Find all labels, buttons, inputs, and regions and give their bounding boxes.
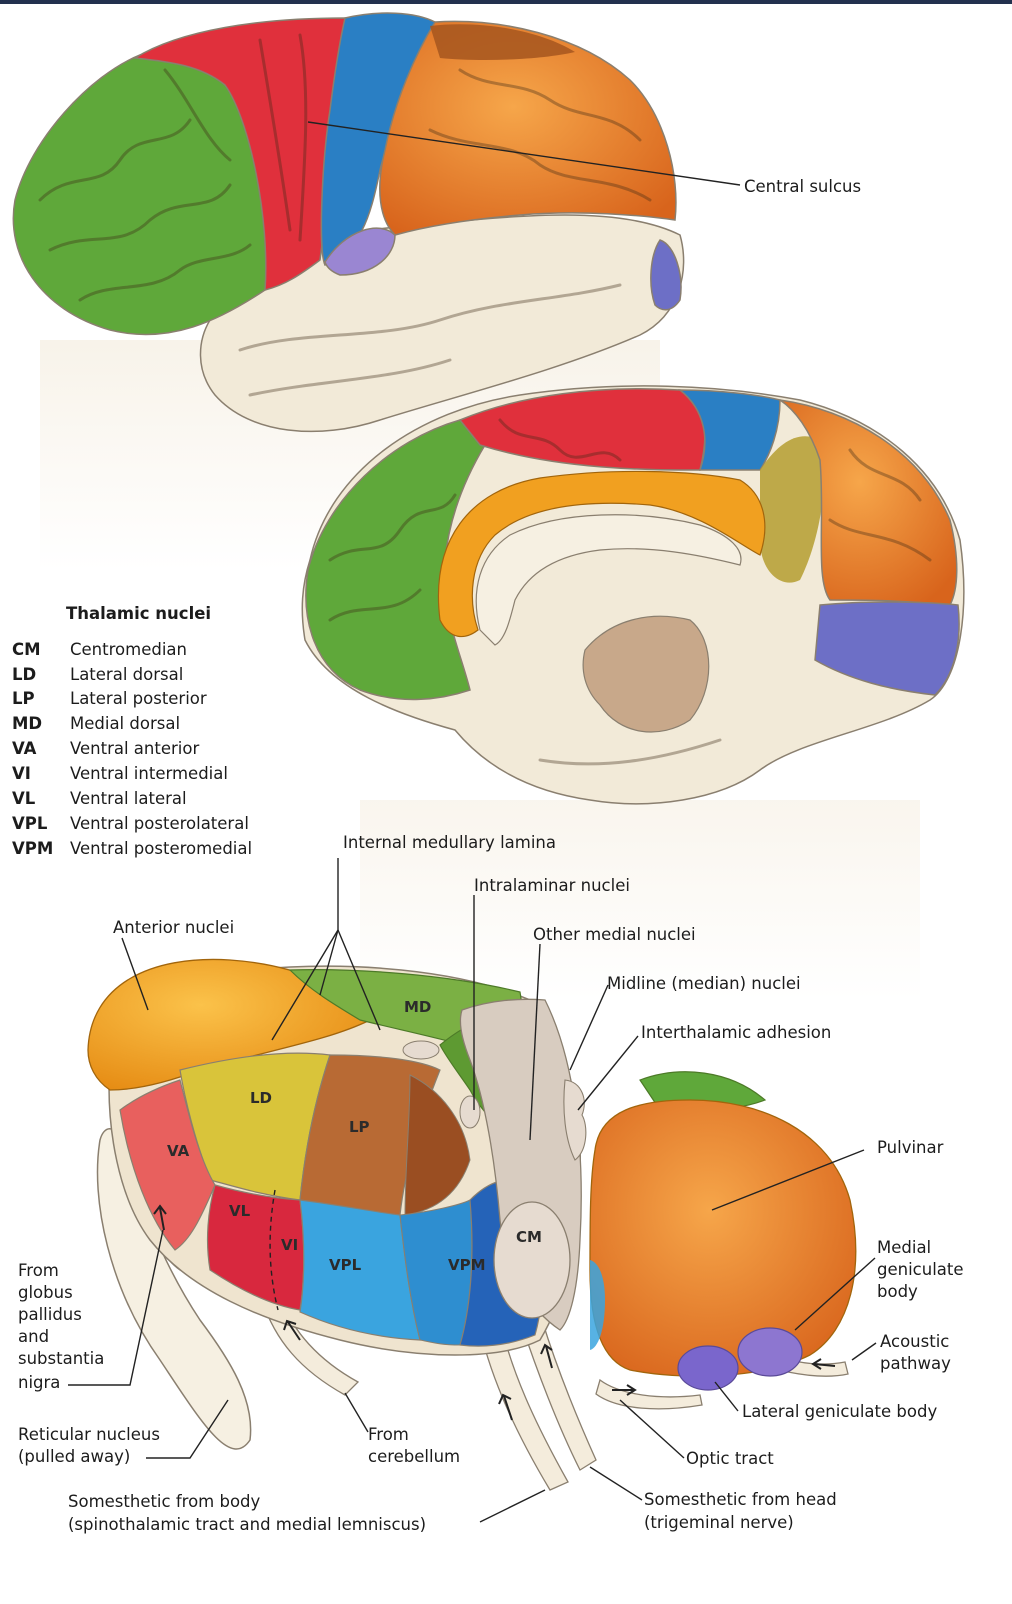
from-cerebellum-label-line-2: cerebellum (368, 1447, 460, 1466)
legend-abbr: CM (12, 640, 41, 659)
legend-name: Ventral posteromedial (70, 839, 252, 858)
somesthetic-body-label-line-1: Somesthetic from body (68, 1492, 261, 1511)
lateral-premotor-region (132, 17, 347, 291)
somesthetic-head-label-line-2: (trigeminal nerve) (644, 1513, 794, 1532)
from-cerebellum-label-line-1: From (368, 1425, 409, 1444)
ld-label: LD (250, 1089, 272, 1107)
legend-name: Ventral intermedial (70, 764, 228, 783)
midline-nuclei-label: Midline (median) nuclei (607, 974, 801, 993)
pulvinar-blue-edge (590, 1260, 605, 1350)
somesthetic-head-label-line-1: Somesthetic from head (644, 1490, 837, 1509)
medial-geniculate-label-line-1: Medial (877, 1238, 931, 1257)
pulvinar-label: Pulvinar (877, 1138, 944, 1157)
fiber-tracts (149, 1199, 849, 1491)
vi-label: VI (281, 1236, 298, 1254)
lateral-violet-spot (324, 227, 396, 276)
leader-lines (68, 121, 877, 1523)
legend-abbr: LP (12, 689, 35, 708)
region-labels: MD LD LP VA VL VI VPL VPM CM (167, 998, 542, 1274)
from-globus-label-line-3: pallidus (18, 1305, 82, 1324)
medial-frontal-region (305, 419, 486, 701)
cm-nucleus (493, 1201, 571, 1319)
legend-abbr: MD (12, 714, 42, 733)
cm-label: CM (516, 1228, 542, 1246)
reticular-nucleus-label-line-1: Reticular nucleus (18, 1425, 160, 1444)
vpl-label: VPL (329, 1256, 362, 1274)
annotation-labels: Central sulcus Internal medullary lamina… (18, 177, 964, 1534)
legend-abbr: VA (12, 739, 37, 758)
medial-cingulate-arc (438, 470, 766, 638)
lateral-geniculate-label: Lateral geniculate body (742, 1402, 937, 1421)
from-globus-label-line-2: globus (18, 1283, 73, 1302)
optic-tract-label: Optic tract (686, 1449, 774, 1468)
medial-gyri (328, 418, 932, 766)
medial-brain-view (301, 385, 965, 805)
legend-abbr: VL (12, 789, 36, 808)
reticular-nucleus-label-line-2: (pulled away) (18, 1447, 130, 1466)
thalamus-illustration (87, 958, 857, 1491)
lateral-gyri (38, 33, 652, 397)
medial-geniculate-label-line-2: geniculate (877, 1260, 964, 1279)
lp-shadow (404, 1074, 471, 1216)
anterior-nuclei (87, 958, 371, 1091)
legend-title: Thalamic nuclei (66, 604, 211, 623)
legend-name: Centromedian (70, 640, 187, 659)
vi-separator (269, 1189, 279, 1311)
from-globus-label-line-5: substantia (18, 1349, 104, 1368)
medial-occipital-region (814, 601, 960, 696)
legend-abbr: VPL (12, 814, 48, 833)
internal-medullary-lamina-label: Internal medullary lamina (343, 833, 556, 852)
medial-brainstem (582, 615, 710, 733)
anterior-nuclei-label: Anterior nuclei (113, 918, 234, 937)
midline-nuclei-bumps (563, 1079, 587, 1161)
vl-label: VL (229, 1202, 251, 1220)
central-sulcus-label: Central sulcus (744, 177, 861, 196)
tract-arrows (153, 1204, 836, 1421)
intralaminar-nuclei-label: Intralaminar nuclei (474, 876, 630, 895)
legend-name: Lateral dorsal (70, 665, 183, 684)
legend-name: Ventral posterolateral (70, 814, 249, 833)
intralaminar-spot-upper (402, 1040, 440, 1060)
legend-name: Lateral posterior (70, 689, 207, 708)
somesthetic-body-label-line-2: (spinothalamic tract and medial lemniscu… (68, 1515, 426, 1534)
legend-name: Ventral lateral (70, 789, 187, 808)
lateral-geniculate-body (677, 1345, 739, 1391)
from-globus-label-line-6: nigra (18, 1373, 60, 1392)
legend-name: Ventral anterior (70, 739, 199, 758)
interthalamic-adhesion-label: Interthalamic adhesion (641, 1023, 831, 1042)
medial-geniculate-body (737, 1327, 803, 1377)
intralaminar-spot-lower (459, 1095, 481, 1129)
medial-geniculate-label-line-3: body (877, 1282, 918, 1301)
from-globus-label-line-4: and (18, 1327, 49, 1346)
legend-abbr: VI (12, 764, 31, 783)
thalamic-nuclei-legend: Thalamic nuclei CM Centromedian LD Later… (12, 604, 252, 858)
lateral-occipital-region (650, 239, 682, 311)
legend-abbr: VPM (12, 839, 53, 858)
acoustic-pathway-label-line-1: Acoustic (880, 1332, 949, 1351)
lp-label: LP (349, 1118, 370, 1136)
other-medial-nuclei-label: Other medial nuclei (533, 925, 696, 944)
legend-name: Medial dorsal (70, 714, 180, 733)
pulvinar (589, 1099, 857, 1377)
medial-olive-patch (760, 436, 824, 583)
va-label: VA (167, 1142, 190, 1160)
lateral-parietal-region (379, 20, 677, 236)
acoustic-pathway-label-line-2: pathway (880, 1354, 951, 1373)
lateral-brown-patch (430, 24, 575, 60)
vpm-label: VPM (448, 1256, 486, 1274)
lateral-brain-view (12, 12, 685, 433)
top-border (0, 0, 1012, 4)
medial-corpus-callosum (475, 514, 742, 646)
from-globus-label-line-1: From (18, 1261, 59, 1280)
legend-abbr: LD (12, 665, 36, 684)
md-label: MD (404, 998, 431, 1016)
